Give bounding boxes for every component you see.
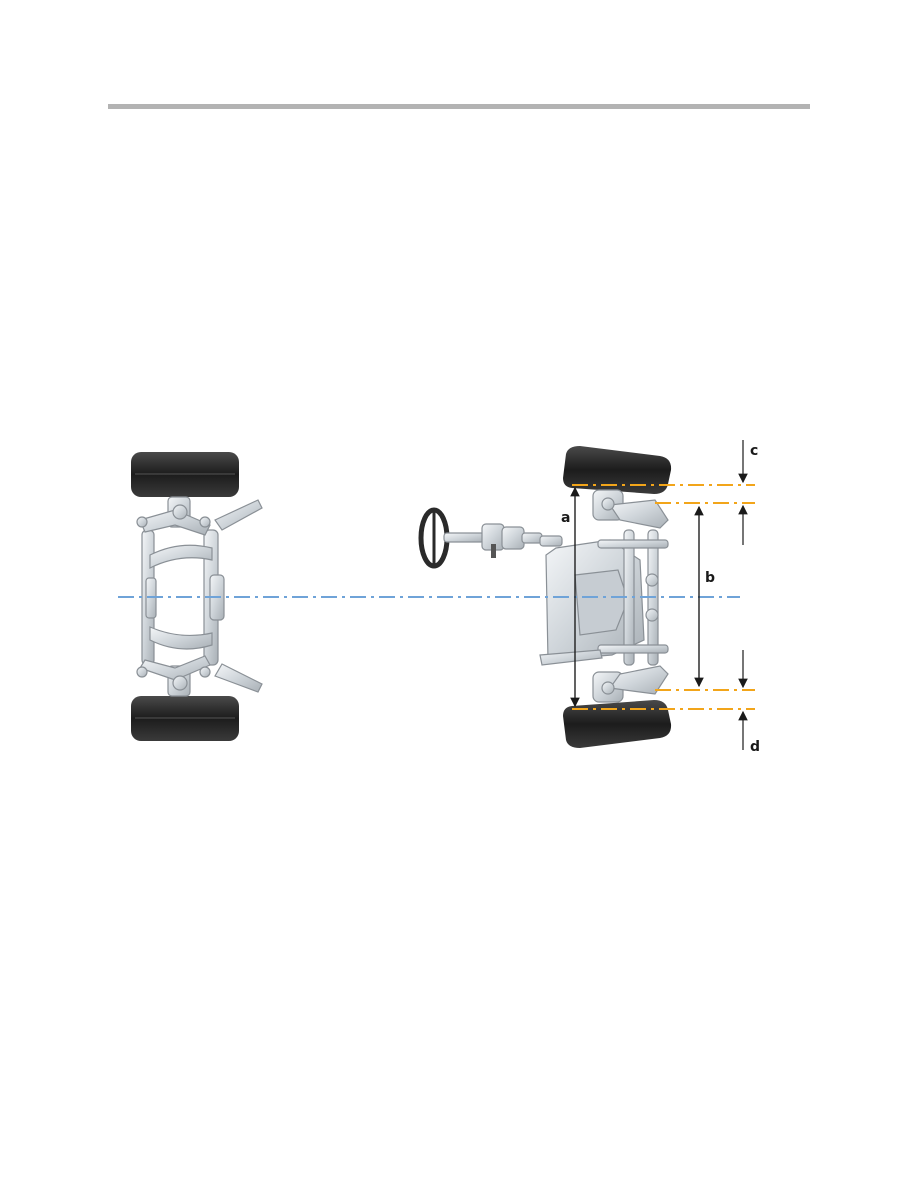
header-rule <box>108 104 810 109</box>
dimension-a: a <box>561 486 580 708</box>
steering-assembly <box>418 507 563 569</box>
front-subframe <box>539 489 669 703</box>
rear-axle <box>131 452 263 741</box>
dimension-c: c <box>738 440 758 545</box>
front-axle <box>539 446 672 748</box>
dimension-d: d <box>738 650 760 755</box>
dimension-label-b: b <box>705 570 715 586</box>
offset-lines <box>572 484 755 710</box>
dimension-b: b <box>694 505 715 688</box>
dimension-label-d: d <box>750 739 760 755</box>
front-upper-tyre-icon <box>563 446 672 494</box>
dimension-label-a: a <box>561 510 570 526</box>
dimension-label-c: c <box>750 443 758 459</box>
front-lower-tyre-icon <box>563 700 672 748</box>
